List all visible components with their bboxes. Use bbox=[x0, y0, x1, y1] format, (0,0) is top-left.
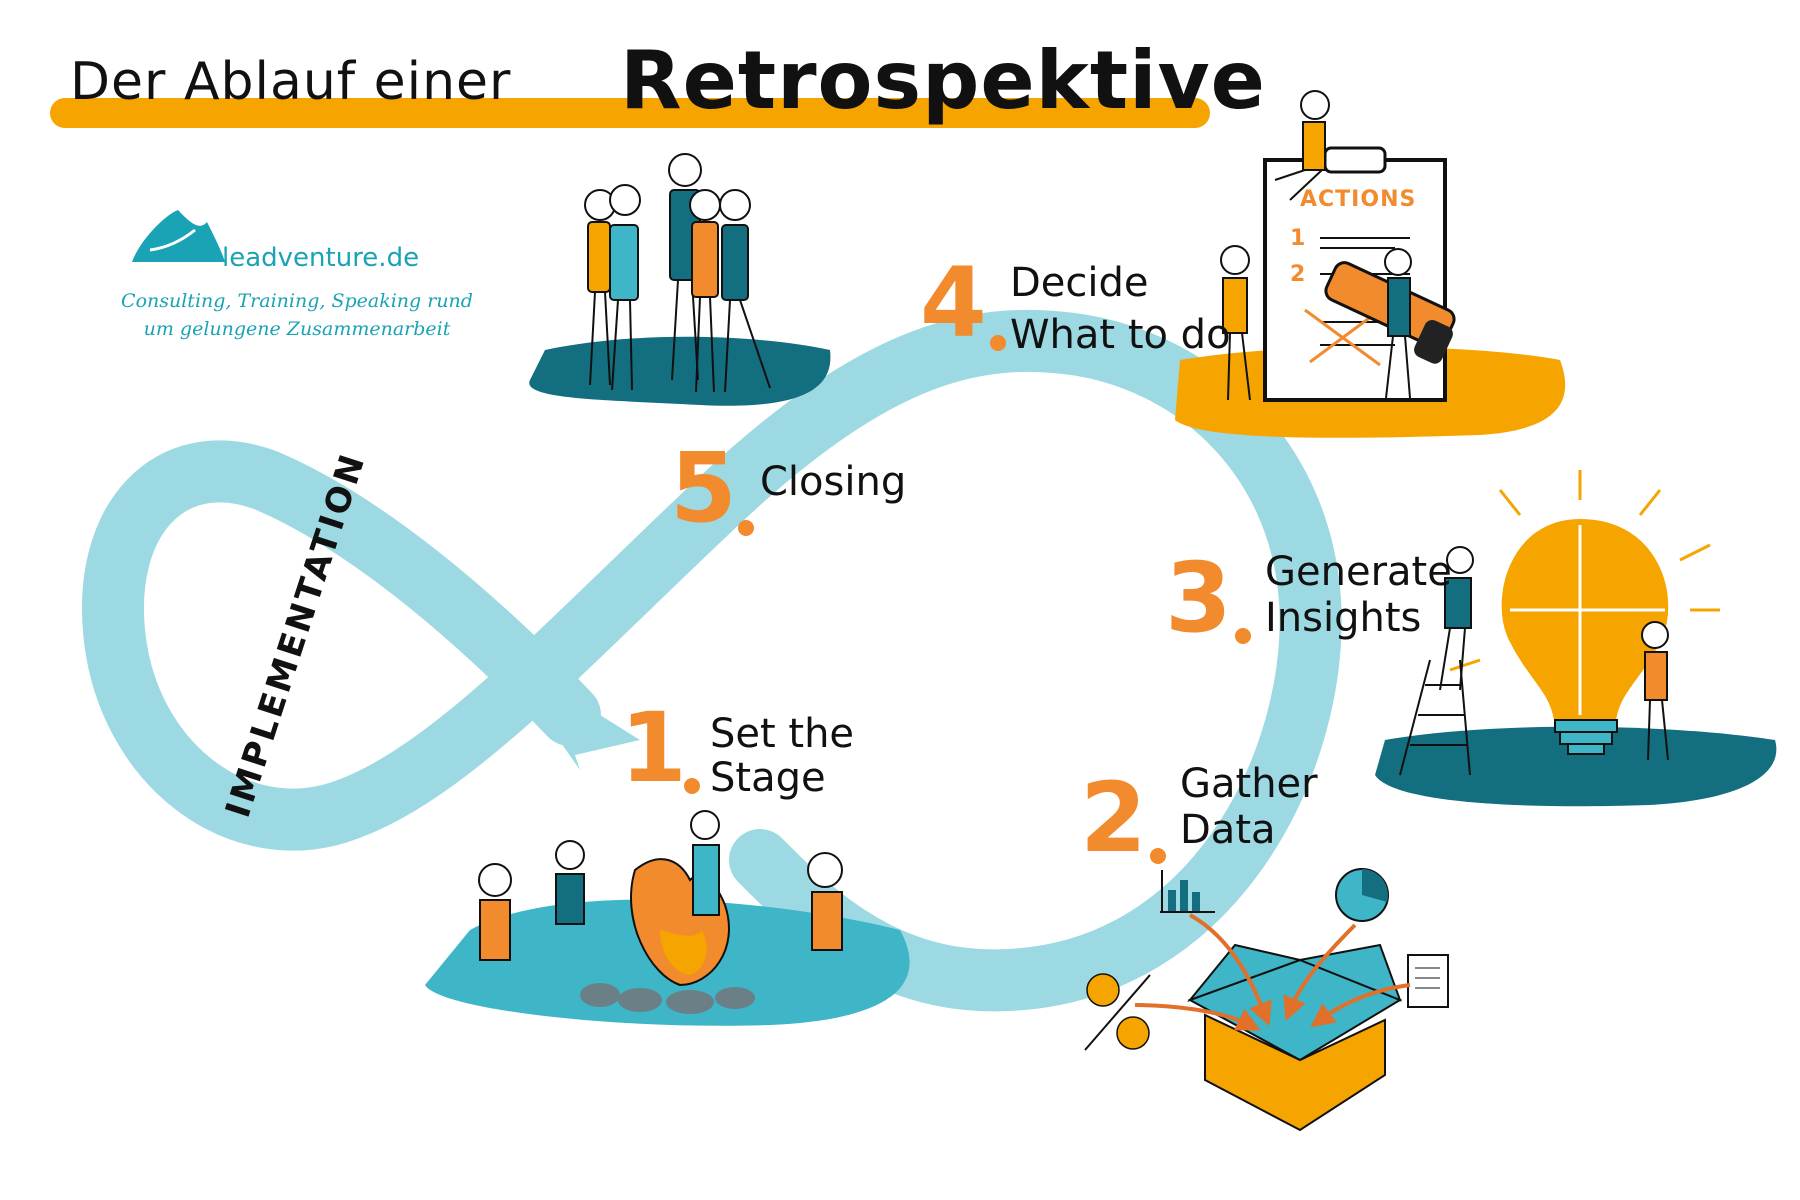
clipboard-person-left bbox=[1220, 245, 1251, 401]
sad-face-icon bbox=[1116, 1016, 1150, 1050]
step-5-number: 5 bbox=[670, 432, 737, 544]
action-lines bbox=[1304, 237, 1410, 367]
mountain-logo-icon bbox=[132, 210, 225, 262]
title-emphasis: Retrospektive bbox=[620, 34, 1266, 127]
data-box-illustration bbox=[1084, 868, 1449, 1132]
title-highlight-bar bbox=[50, 98, 1210, 128]
happy-face-icon bbox=[1086, 973, 1120, 1007]
implementation-label-wrap: IMPLEMENTATION bbox=[218, 447, 374, 822]
step-5-line1: Closing bbox=[760, 459, 907, 505]
step-1-dot bbox=[684, 778, 700, 794]
lightbulb-icon bbox=[1501, 518, 1669, 755]
stage-person-2 bbox=[555, 840, 585, 925]
clipboard-heading: ACTIONS bbox=[1300, 187, 1417, 212]
step-2-number: 2 bbox=[1080, 762, 1147, 874]
campfire-icon bbox=[580, 858, 755, 1014]
step-4-number: 4 bbox=[920, 247, 987, 359]
step-3-line1: Generate bbox=[1265, 549, 1452, 595]
step-2-line2: Data bbox=[1180, 807, 1276, 853]
bar-chart-icon bbox=[1160, 870, 1215, 913]
step-1-line1: Set the bbox=[710, 711, 855, 757]
step-2-line1: Gather bbox=[1180, 761, 1318, 807]
step-3-line2: Insights bbox=[1265, 595, 1422, 641]
title-banner: Der Ablauf einer Retrospektive bbox=[50, 30, 1265, 140]
step-4-dot bbox=[990, 335, 1006, 351]
lightbulb-illustration bbox=[1375, 470, 1777, 807]
title-prefix: Der Ablauf einer bbox=[70, 52, 512, 112]
actions-clipboard-illustration bbox=[1175, 90, 1566, 438]
pie-chart-icon bbox=[1335, 868, 1389, 922]
insights-person-right bbox=[1641, 621, 1669, 761]
stage-person-3 bbox=[690, 810, 720, 916]
clipboard-person-top bbox=[1274, 90, 1330, 201]
document-icon bbox=[1407, 954, 1449, 1008]
brand-name: leadventure.de bbox=[222, 243, 420, 273]
input-arrows bbox=[1134, 913, 1411, 1031]
clipboard-person-right bbox=[1384, 248, 1412, 399]
step-3-number: 3 bbox=[1165, 542, 1232, 654]
person-4 bbox=[689, 189, 721, 393]
step-1-number: 1 bbox=[620, 692, 687, 804]
person-5 bbox=[719, 189, 771, 393]
light-rays bbox=[1449, 470, 1720, 672]
step-5-dot bbox=[738, 520, 754, 536]
step-4-line2: What to do bbox=[1010, 312, 1231, 358]
brand-tagline: Consulting, Training, Speaking rund um g… bbox=[121, 290, 473, 340]
box-front bbox=[1204, 1013, 1386, 1132]
person-2 bbox=[609, 184, 641, 391]
clipboard-clip bbox=[1323, 146, 1387, 174]
mood-icons bbox=[1084, 973, 1151, 1051]
stage-person-1 bbox=[478, 863, 512, 961]
closing-team-illustration bbox=[529, 153, 831, 406]
step-3-dot bbox=[1235, 628, 1251, 644]
step-4-line1: Decide bbox=[1010, 260, 1149, 306]
clipboard-item-1: 1 bbox=[1290, 226, 1306, 251]
clipboard-item-2: 2 bbox=[1290, 262, 1306, 287]
step-1-line2: Stage bbox=[710, 755, 826, 801]
brand-block: leadventure.de Consulting, Training, Spe… bbox=[112, 205, 492, 345]
stage-person-4 bbox=[807, 852, 843, 951]
insights-person-ladder bbox=[1439, 546, 1474, 691]
campfire-illustration bbox=[425, 810, 910, 1026]
closing-ground-patch bbox=[529, 336, 831, 406]
closing-people bbox=[584, 153, 771, 393]
insights-ground-patch bbox=[1375, 726, 1777, 807]
step-2-dot bbox=[1150, 848, 1166, 864]
loop-arrowhead bbox=[545, 690, 640, 770]
